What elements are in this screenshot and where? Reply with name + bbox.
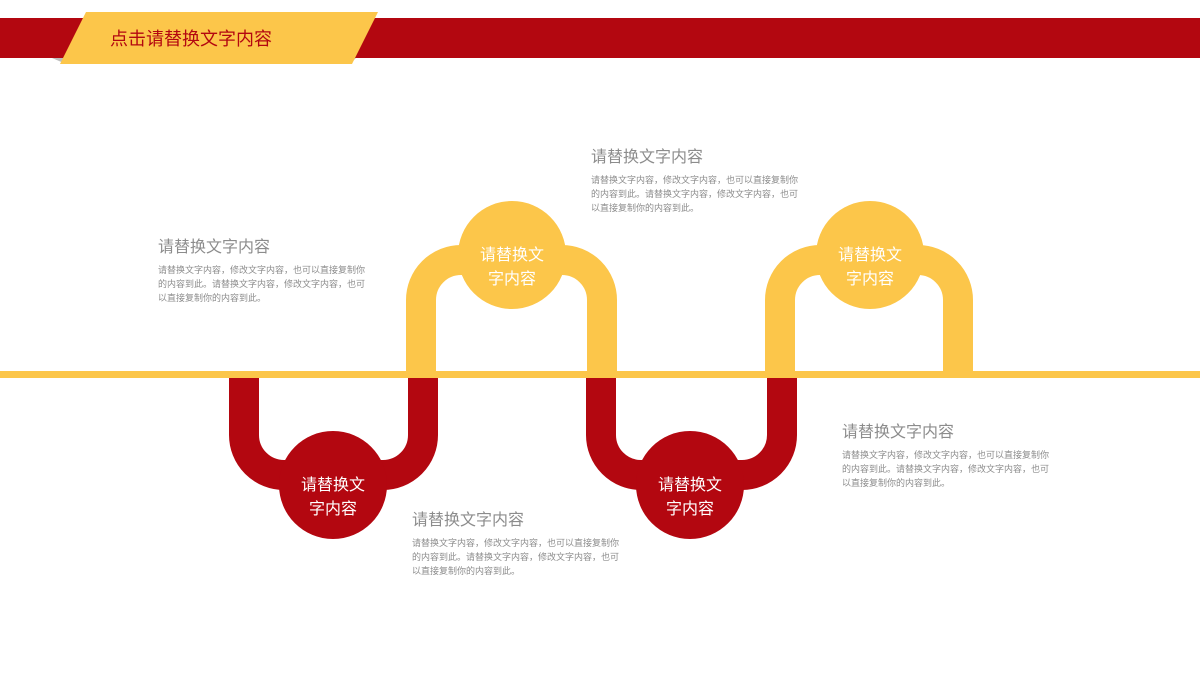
text-block-body: 请替换文字内容，修改文字内容，也可以直接复制你的内容到此。请替换文字内容，修改文…	[412, 539, 620, 577]
node-circle-4	[816, 201, 924, 309]
node-circle-3	[636, 431, 744, 539]
node-label-1-line: 字内容	[308, 499, 357, 518]
node-label-1: 请替换文 字内容	[283, 473, 383, 521]
node-label-4: 请替换文 字内容	[820, 243, 920, 291]
node-label-3-line: 请替换文	[657, 475, 722, 494]
node-label-4-line: 字内容	[845, 269, 894, 288]
node-label-2: 请替换文 字内容	[462, 243, 562, 291]
node-label-4-line: 请替换文	[837, 245, 902, 264]
node-label-2-line: 请替换文	[479, 245, 544, 264]
text-block-heading: 请替换文字内容	[591, 147, 704, 166]
text-block-3: 请替换文字内容 请替换文字内容，修改文字内容，也可以直接复制你的内容到此。请替换…	[412, 509, 622, 579]
node-circle-2	[458, 201, 566, 309]
timeline-axis	[0, 371, 1200, 378]
node-label-3: 请替换文 字内容	[640, 473, 740, 521]
node-label-3-line: 字内容	[665, 499, 714, 518]
title-tab	[52, 12, 378, 64]
page-title: 点击请替换文字内容	[110, 29, 272, 50]
text-block-heading: 请替换文字内容	[412, 510, 525, 529]
text-block-heading: 请替换文字内容	[842, 422, 955, 441]
node-circle-1	[279, 431, 387, 539]
text-block-body: 请替换文字内容，修改文字内容，也可以直接复制你的内容到此。请替换文字内容，修改文…	[591, 176, 799, 214]
node-label-1-line: 请替换文	[300, 475, 365, 494]
text-block-4: 请替换文字内容 请替换文字内容，修改文字内容，也可以直接复制你的内容到此。请替换…	[842, 421, 1052, 491]
text-block-heading: 请替换文字内容	[158, 237, 271, 256]
text-block-1: 请替换文字内容 请替换文字内容，修改文字内容，也可以直接复制你的内容到此。请替换…	[158, 236, 368, 306]
text-block-body: 请替换文字内容，修改文字内容，也可以直接复制你的内容到此。请替换文字内容，修改文…	[842, 451, 1050, 489]
text-block-2: 请替换文字内容 请替换文字内容，修改文字内容，也可以直接复制你的内容到此。请替换…	[591, 146, 801, 216]
text-block-body: 请替换文字内容，修改文字内容，也可以直接复制你的内容到此。请替换文字内容，修改文…	[158, 266, 366, 304]
node-label-2-line: 字内容	[487, 269, 536, 288]
